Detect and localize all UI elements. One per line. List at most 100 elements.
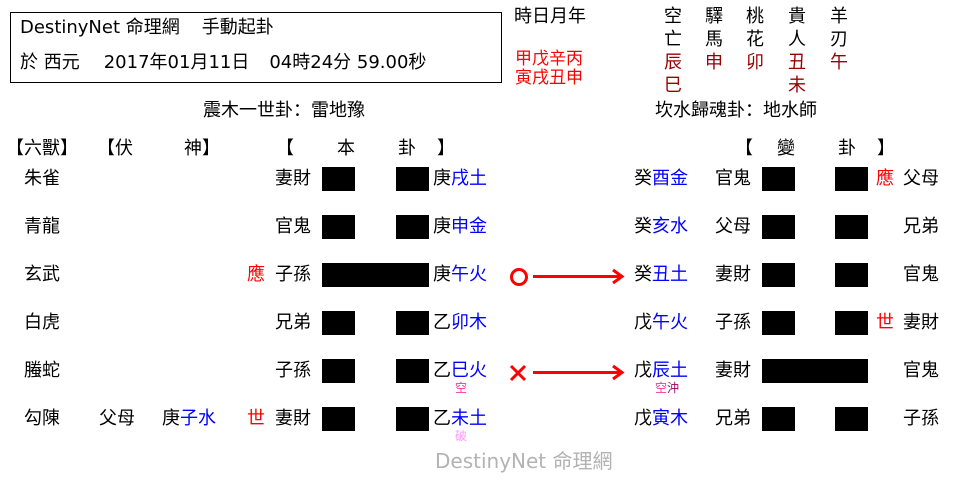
yin-line-left — [322, 407, 355, 431]
changed-relation: 妻財 — [715, 264, 751, 285]
shensha-blade-label-1: 羊 — [830, 6, 848, 27]
moving-yin-cross-icon — [509, 364, 527, 382]
changed-relation-right: 官鬼 — [903, 264, 939, 285]
col-header-main-2: 卦 — [398, 138, 416, 159]
changed-relation: 子孫 — [715, 312, 751, 333]
mode-label: 手動起卦 — [201, 17, 274, 38]
shensha-void-label-2: 亡 — [664, 29, 682, 50]
site-name: DestinyNet 命理網 — [20, 17, 180, 38]
beast: 白虎 — [24, 312, 60, 333]
stem: 庚 — [433, 264, 451, 285]
shi-marker: 世 — [247, 408, 265, 429]
col-header-fushen-close: 神】 — [184, 138, 220, 159]
changed-relation-right: 妻財 — [903, 312, 939, 333]
changed-relation-right: 子孫 — [903, 408, 939, 429]
col-header-chg-close: 】 — [877, 138, 895, 159]
yin-line-left — [322, 311, 355, 335]
changed-relation-right: 官鬼 — [903, 360, 939, 381]
beast: 青龍 — [24, 216, 60, 237]
shi-marker: 世 — [876, 312, 894, 333]
change-arrow-line — [533, 371, 621, 374]
changed-branch: 亥水 — [652, 216, 688, 237]
changed-branch: 辰土 — [652, 360, 688, 381]
changed-relation: 兄弟 — [715, 408, 751, 429]
changed-yin-line-right — [835, 263, 868, 287]
changed-relation: 妻財 — [715, 360, 751, 381]
changed-yin-line-left — [762, 167, 795, 191]
header-title-line: DestinyNet 命理網手動起卦 — [20, 19, 274, 37]
beast: 螣蛇 — [24, 360, 60, 381]
shensha-void-value-1: 辰 — [664, 52, 682, 73]
beast: 朱雀 — [24, 168, 60, 189]
yin-line-right — [396, 407, 429, 431]
yang-line — [322, 263, 429, 287]
branch: 卯木 — [451, 312, 487, 333]
changed-branch: 午火 — [652, 312, 688, 333]
branch: 未土 — [451, 408, 487, 429]
stem: 乙 — [433, 360, 451, 381]
shensha-blade-value: 午 — [830, 52, 848, 73]
changed-yang-line — [762, 359, 868, 383]
changed-yin-line-right — [835, 215, 868, 239]
void-note: 空 — [455, 381, 468, 395]
shensha-horse-value: 申 — [705, 52, 723, 73]
changed-yin-line-left — [762, 407, 795, 431]
changed-stem: 戊 — [634, 360, 652, 381]
changed-yin-line-right — [835, 407, 868, 431]
ying-marker: 應 — [876, 168, 894, 189]
ganzhi-branches: 寅戌丑申 — [515, 68, 583, 88]
arrow-head-icon — [612, 364, 625, 381]
changed-void-note: 空 — [655, 381, 668, 395]
watermark: DestinyNet 命理網 — [435, 449, 613, 473]
branch: 午火 — [451, 264, 487, 285]
changed-stem: 戊 — [634, 312, 652, 333]
col-header-chg-1: 變 — [777, 138, 795, 159]
fushen-stem: 庚 — [162, 408, 180, 429]
yin-line-left — [322, 359, 355, 383]
beast: 玄武 — [24, 264, 60, 285]
stem: 庚 — [433, 216, 451, 237]
changed-stem: 癸 — [634, 168, 652, 189]
yin-line-right — [396, 311, 429, 335]
col-header-liushou: 【六獸】 — [6, 138, 78, 159]
changed-relation-right: 父母 — [903, 168, 939, 189]
changed-relation: 父母 — [715, 216, 751, 237]
shensha-void-value-2: 巳 — [664, 75, 682, 96]
changed-stem: 癸 — [634, 216, 652, 237]
shensha-peach-label-2: 花 — [746, 29, 764, 50]
shensha-horse-label-2: 馬 — [705, 29, 723, 50]
col-header-chg-2: 卦 — [838, 138, 856, 159]
changed-stem: 癸 — [634, 264, 652, 285]
shensha-noble-label-2: 人 — [788, 29, 806, 50]
main-hexagram-title: 震木一世卦：雷地豫 — [203, 100, 365, 121]
yin-line-left — [322, 215, 355, 239]
col-header-main-1: 本 — [337, 138, 355, 159]
ying-marker: 應 — [247, 264, 265, 285]
shensha-peach-label-1: 桃 — [746, 6, 764, 27]
changed-relation-right: 兄弟 — [903, 216, 939, 237]
changed-clash-note: 沖 — [667, 381, 680, 395]
relation: 子孫 — [275, 360, 311, 381]
col-header-fushen-open: 【伏 — [97, 138, 133, 159]
fushen-relation: 父母 — [99, 408, 135, 429]
arrow-head-icon — [612, 268, 625, 285]
changed-stem: 戊 — [634, 408, 652, 429]
changed-yin-line-left — [762, 311, 795, 335]
ganzhi-stems: 甲戊辛丙 — [515, 49, 583, 69]
shensha-void-label-1: 空 — [664, 6, 682, 27]
stem: 乙 — [433, 408, 451, 429]
fushen-branch: 子水 — [180, 408, 216, 429]
stem: 乙 — [433, 312, 451, 333]
broken-note: 破 — [455, 429, 468, 443]
changed-branch: 酉金 — [652, 168, 688, 189]
change-arrow-line — [533, 275, 621, 278]
yin-line-left — [322, 167, 355, 191]
changed-branch: 丑土 — [652, 264, 688, 285]
col-header-main-open: 【 — [276, 138, 294, 159]
shensha-horse-label-1: 驛 — [705, 6, 723, 27]
shensha-noble-value-1: 丑 — [788, 52, 806, 73]
branch: 申金 — [451, 216, 487, 237]
changed-yin-line-left — [762, 263, 795, 287]
changed-yin-line-right — [835, 167, 868, 191]
